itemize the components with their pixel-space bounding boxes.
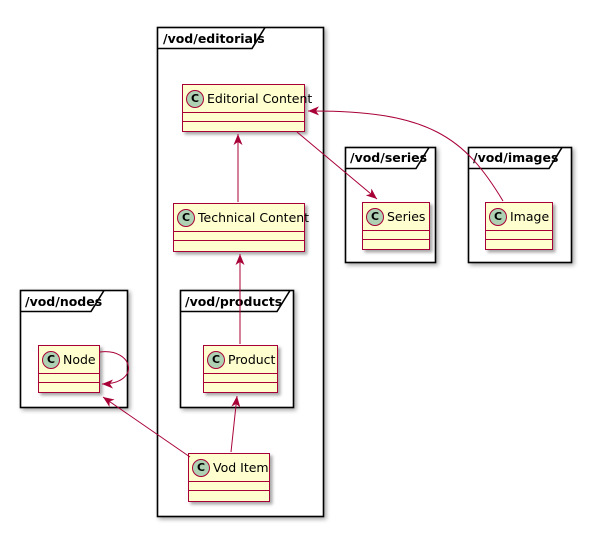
attributes-compartment xyxy=(486,230,552,239)
class-title: C Editorial Content xyxy=(183,85,312,112)
class-name: Vod Item xyxy=(213,460,269,475)
package-editorials-tab xyxy=(157,27,266,50)
package-label-editorials: /vod/editorials xyxy=(163,31,265,46)
class-name: Editorial Content xyxy=(207,91,313,106)
package-label-images: /vod/images xyxy=(473,150,559,165)
methods-compartment xyxy=(204,382,277,391)
package-products-tab xyxy=(180,290,291,313)
attributes-compartment xyxy=(189,481,269,490)
class-circle-icon: C xyxy=(177,208,195,227)
class-node: C Node xyxy=(38,345,100,393)
class-name: Product xyxy=(228,352,276,367)
package-label-nodes: /vod/nodes xyxy=(25,294,103,309)
methods-compartment xyxy=(486,239,552,248)
class-title: C Image xyxy=(486,203,552,230)
class-circle-icon: C xyxy=(192,458,210,477)
class-circle-icon: C xyxy=(489,207,507,226)
class-title: C Vod Item xyxy=(189,454,269,481)
class-circle-icon: C xyxy=(42,350,60,369)
package-nodes-tab xyxy=(20,290,105,313)
class-circle-icon: C xyxy=(207,350,225,369)
class-title: C Series xyxy=(363,203,429,230)
class-circle-icon: C xyxy=(366,207,384,226)
class-circle-icon: C xyxy=(186,89,204,108)
class-product: C Product xyxy=(203,345,278,393)
methods-compartment xyxy=(363,239,429,248)
class-editorial-content: C Editorial Content xyxy=(182,84,312,132)
attributes-compartment xyxy=(39,373,99,382)
methods-compartment xyxy=(39,382,99,391)
class-name: Technical Content xyxy=(198,210,310,225)
package-label-series: /vod/series xyxy=(350,150,428,165)
class-image: C Image xyxy=(485,202,553,250)
class-title: C Technical Content xyxy=(174,204,309,231)
class-vod-item: C Vod Item xyxy=(188,453,270,502)
attributes-compartment xyxy=(183,112,304,121)
class-name: Node xyxy=(63,352,96,367)
class-title: C Node xyxy=(39,346,99,373)
class-series: C Series xyxy=(362,202,430,250)
class-name: Series xyxy=(387,209,426,224)
class-name: Image xyxy=(510,209,550,224)
class-technical-content: C Technical Content xyxy=(173,203,309,252)
attributes-compartment xyxy=(363,230,429,239)
attributes-compartment xyxy=(204,373,277,382)
package-label-products: /vod/products xyxy=(185,294,283,309)
class-title: C Product xyxy=(204,346,277,373)
attributes-compartment xyxy=(174,231,304,240)
methods-compartment xyxy=(189,490,269,499)
methods-compartment xyxy=(183,121,304,130)
methods-compartment xyxy=(174,240,304,249)
